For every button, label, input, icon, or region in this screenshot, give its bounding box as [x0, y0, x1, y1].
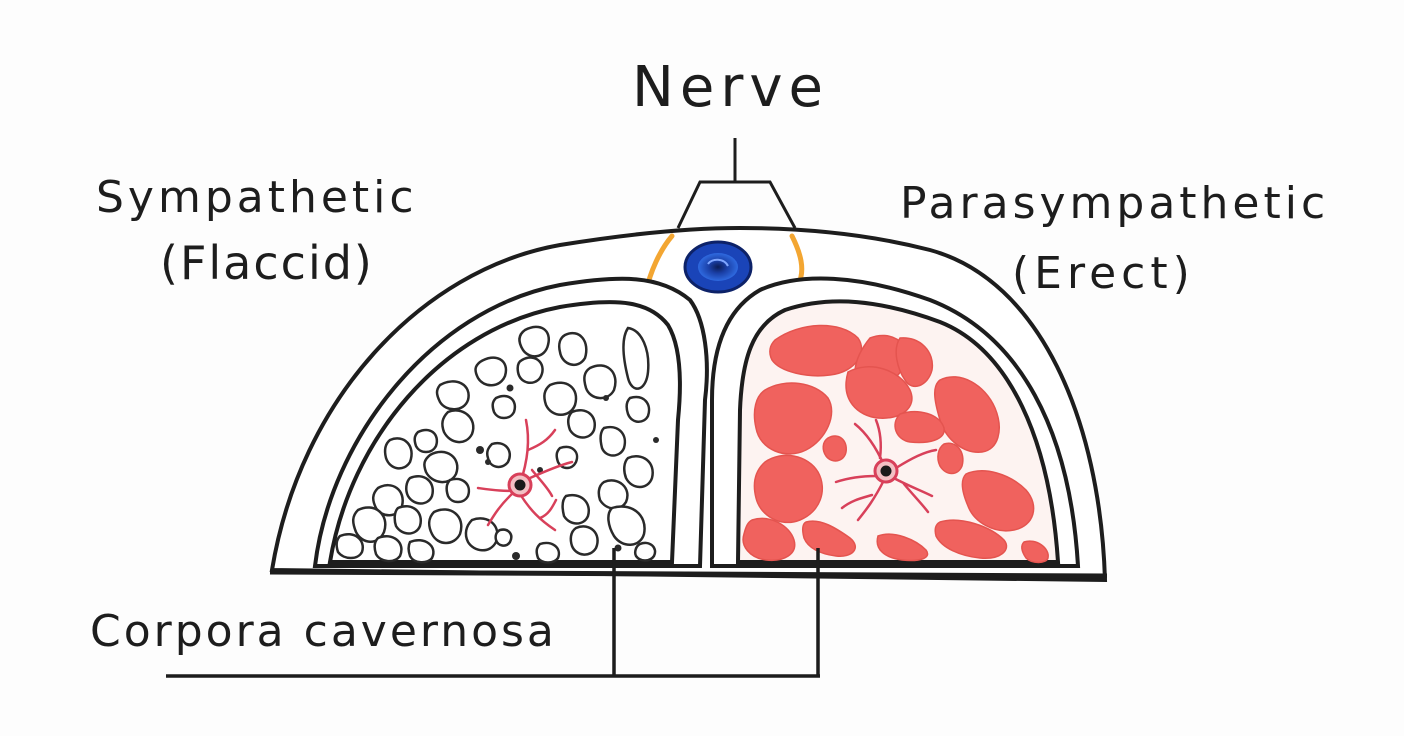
erect-label: (Erect)	[1012, 248, 1195, 299]
nerve-label: Nerve	[632, 55, 829, 120]
flaccid-sinusoids	[335, 325, 657, 564]
erect-sinusoids	[742, 324, 1049, 564]
nerve-pointer	[676, 138, 797, 229]
flaccid-label: (Flaccid)	[160, 236, 374, 290]
dorsal-vessel	[683, 240, 753, 294]
left-central-artery	[476, 418, 574, 532]
parasympathetic-label: Parasympathetic	[900, 178, 1330, 229]
right-central-artery	[834, 418, 938, 522]
sympathetic-label: Sympathetic	[96, 172, 418, 223]
base-line	[269, 569, 1108, 579]
flaccid-dots	[476, 384, 659, 560]
corpora-cavernosa-label: Corpora cavernosa	[90, 606, 557, 657]
corpora-pointer	[166, 548, 820, 678]
